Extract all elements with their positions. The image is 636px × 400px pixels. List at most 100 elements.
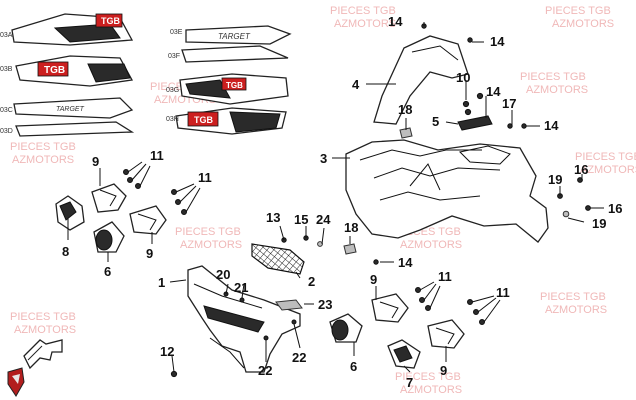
screw-icon bbox=[291, 319, 297, 325]
callout-23: 23 bbox=[318, 297, 332, 312]
callout-2: 2 bbox=[308, 274, 315, 289]
screw-icon bbox=[239, 297, 245, 303]
screw-icon bbox=[585, 205, 591, 211]
decal-logo: TGB bbox=[194, 115, 213, 125]
decal-logo: TARGET bbox=[56, 106, 85, 113]
callout-11: 11 bbox=[438, 269, 452, 284]
callout-11: 11 bbox=[150, 148, 164, 163]
watermark-line2: AZMOTORS bbox=[580, 164, 636, 176]
screw-icon bbox=[467, 299, 473, 305]
callout-19: 19 bbox=[592, 216, 606, 231]
screw-icon bbox=[123, 169, 129, 175]
callout-15: 15 bbox=[294, 212, 308, 227]
clip-icon bbox=[343, 243, 357, 255]
decal-code: 03A bbox=[0, 32, 13, 39]
decal-logo: TGB bbox=[101, 16, 120, 26]
screw-icon bbox=[419, 297, 425, 303]
screw-icon bbox=[425, 305, 431, 311]
light-assembly-left-upper bbox=[55, 183, 127, 231]
watermark-line2: AZMOTORS bbox=[400, 384, 462, 396]
callout-24: 24 bbox=[316, 212, 331, 227]
bracket-part-5 bbox=[457, 92, 493, 131]
watermark-line2: AZMOTORS bbox=[552, 18, 614, 30]
callout-22: 22 bbox=[292, 350, 306, 365]
screw-icon bbox=[263, 335, 269, 341]
watermark-line1: PIECES TGB bbox=[10, 141, 76, 153]
callout-9: 9 bbox=[440, 363, 447, 378]
watermark-line1: PIECES TGB bbox=[330, 5, 396, 17]
washer-icon bbox=[562, 210, 570, 218]
callout-14: 14 bbox=[544, 118, 559, 133]
tgb-shield-logo-icon bbox=[7, 367, 25, 397]
callout-14: 14 bbox=[388, 14, 403, 29]
callout-3: 3 bbox=[320, 151, 327, 166]
watermark-line2: AZMOTORS bbox=[180, 239, 242, 251]
decal-03a: TGB 03A bbox=[0, 13, 134, 46]
callout-11: 11 bbox=[198, 170, 212, 185]
bolt-icon bbox=[462, 100, 470, 108]
callout-4: 4 bbox=[352, 77, 360, 92]
light-assembly-right-upper bbox=[329, 293, 409, 343]
decal-03f: 03F bbox=[168, 45, 289, 63]
watermark-line2: AZMOTORS bbox=[400, 239, 462, 251]
decal-code: 03H bbox=[166, 116, 179, 123]
decal-03b: TGB 03B bbox=[0, 55, 134, 87]
screw-icon bbox=[135, 183, 141, 189]
watermark-line2: AZMOTORS bbox=[334, 18, 396, 30]
decal-03g: TGB 03G bbox=[166, 73, 289, 105]
decal-03h: TGB 03H bbox=[166, 107, 287, 135]
callout-21: 21 bbox=[234, 280, 248, 295]
watermark-line2: AZMOTORS bbox=[14, 324, 76, 336]
callout-16: 16 bbox=[608, 201, 622, 216]
callout-22: 22 bbox=[258, 363, 272, 378]
screw-icon bbox=[171, 189, 177, 195]
screw-icon bbox=[127, 177, 133, 183]
watermark-line1: PIECES TGB bbox=[395, 371, 461, 383]
callout-12: 12 bbox=[160, 344, 174, 359]
screw-icon bbox=[473, 309, 479, 315]
callout-14: 14 bbox=[486, 84, 501, 99]
washer-icon bbox=[317, 241, 323, 247]
callouts: 14 14 4 10 14 17 14 5 18 3 16 19 16 19 1… bbox=[62, 14, 622, 390]
watermark-line1: PIECES TGB bbox=[10, 311, 76, 323]
screw-icon bbox=[175, 199, 181, 205]
decal-code: 03G bbox=[166, 87, 179, 94]
screw-icon bbox=[415, 287, 421, 293]
bolt-icon bbox=[464, 108, 472, 116]
callout-18: 18 bbox=[344, 220, 358, 235]
decal-code: 03E bbox=[170, 29, 183, 36]
direction-arrow-icon bbox=[23, 339, 63, 370]
callout-9: 9 bbox=[92, 154, 99, 169]
callout-19: 19 bbox=[548, 172, 562, 187]
screw-icon bbox=[181, 209, 187, 215]
watermark-line1: PIECES TGB bbox=[540, 291, 606, 303]
callout-17: 17 bbox=[502, 96, 516, 111]
decal-code: 03B bbox=[0, 66, 13, 73]
callout-1: 1 bbox=[158, 275, 165, 290]
callout-9: 9 bbox=[146, 246, 153, 261]
decal-code: 03F bbox=[168, 53, 180, 60]
callout-11: 11 bbox=[496, 285, 510, 300]
clip-icon bbox=[399, 127, 413, 139]
decal-03c: TARGET 03C bbox=[0, 97, 134, 119]
watermark-line2: AZMOTORS bbox=[12, 154, 74, 166]
screw-icon bbox=[467, 37, 473, 43]
leader-lines bbox=[67, 22, 604, 373]
decal-logo: TARGET bbox=[218, 32, 251, 41]
watermark-line1: PIECES TGB bbox=[520, 71, 586, 83]
callout-13: 13 bbox=[266, 210, 280, 225]
callout-16: 16 bbox=[574, 162, 588, 177]
callout-18: 18 bbox=[398, 102, 412, 117]
decal-03d: 03D bbox=[0, 121, 135, 137]
callout-6: 6 bbox=[104, 264, 111, 279]
light-assembly-right-lower bbox=[387, 319, 465, 369]
callout-9: 9 bbox=[370, 272, 377, 287]
screw-icon bbox=[479, 319, 485, 325]
watermark-line2: AZMOTORS bbox=[545, 304, 607, 316]
plate-part-23 bbox=[275, 299, 303, 311]
screw-icon bbox=[373, 259, 379, 265]
decal-logo: TGB bbox=[44, 65, 65, 76]
watermark: PIECES TGB AZMOTORS PIECES TGB AZMOTORS … bbox=[10, 5, 636, 396]
decal-03e: TARGET 03E bbox=[170, 25, 292, 45]
